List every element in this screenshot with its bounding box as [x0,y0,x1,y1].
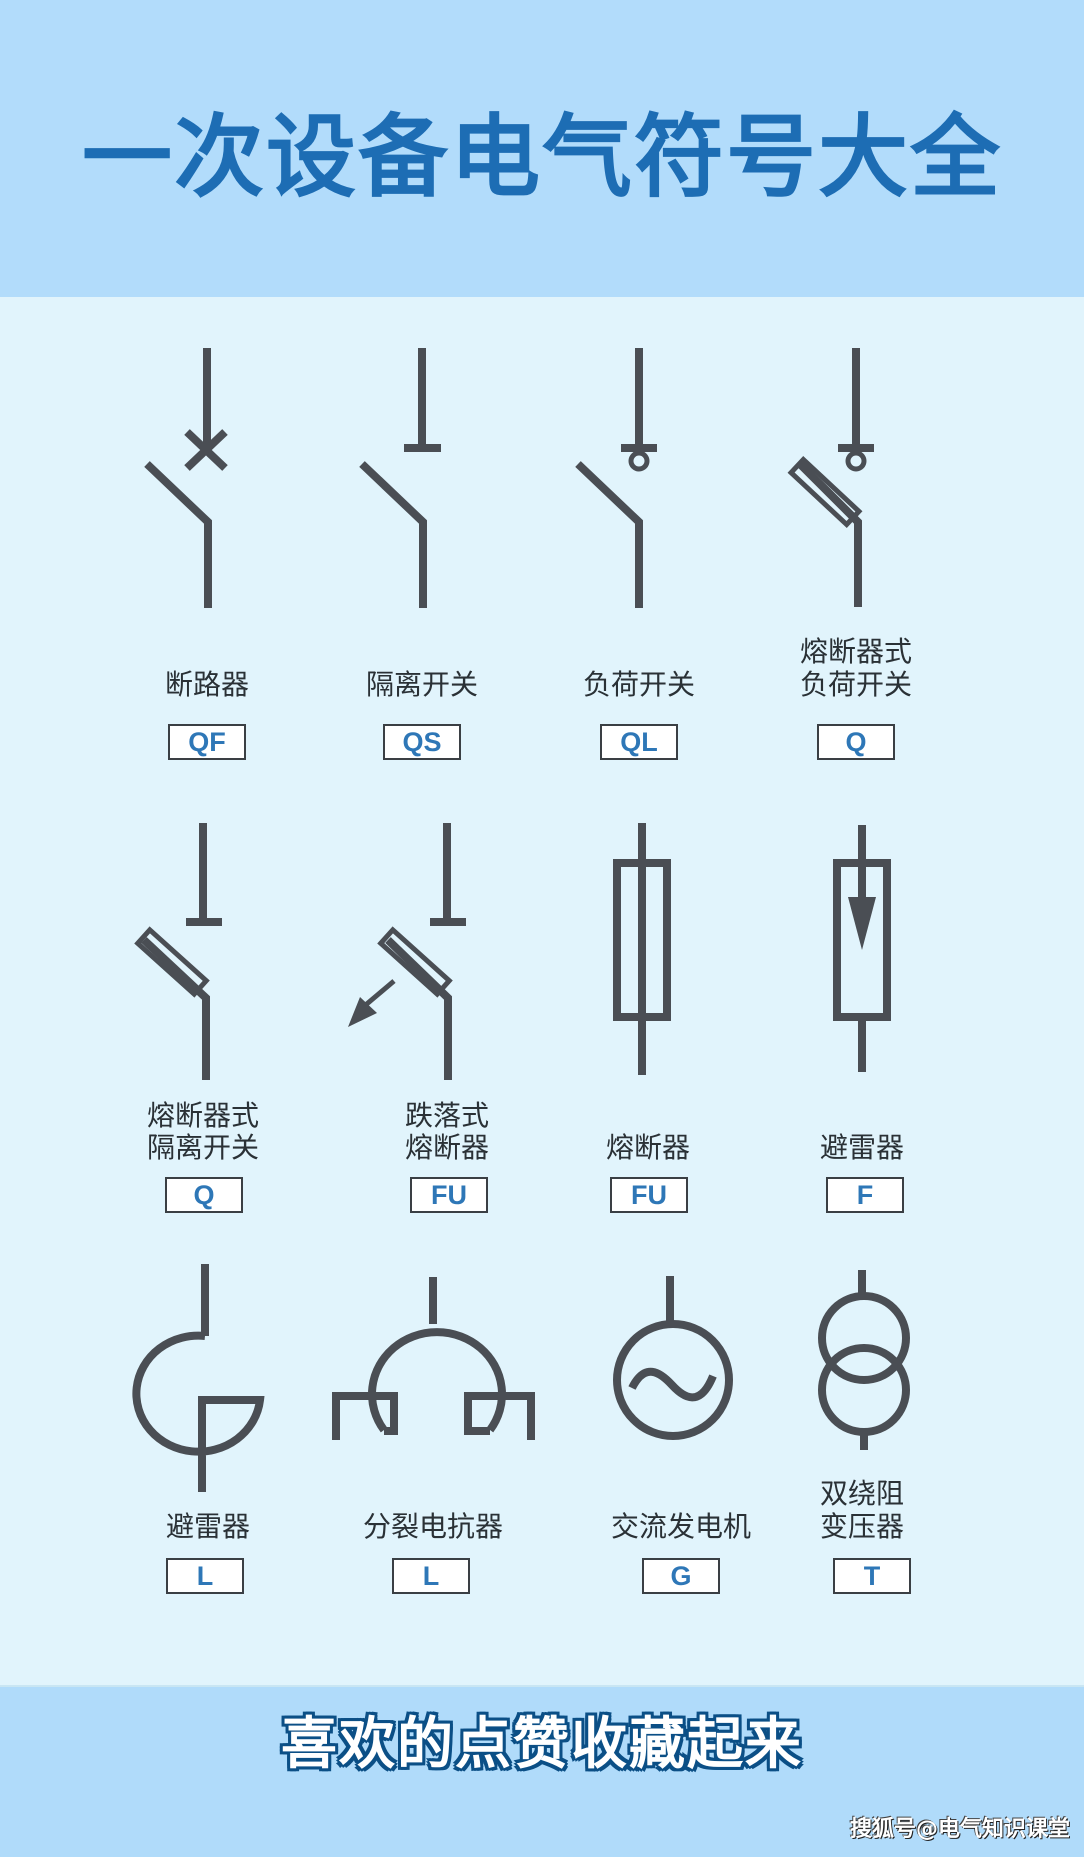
reactor-icon [132,1264,265,1492]
drop-out-fuse-icon [348,823,466,1080]
code-badge-l-2: L [392,1558,470,1594]
page-title: 一次设备电气符号大全 [82,105,1002,210]
label-fuse-load-switch-1: 熔断器式 [799,635,912,668]
two-winding-transformer-icon [818,1270,910,1450]
fuse-disconnector-icon [134,823,222,1080]
code-badge-f: F [826,1177,904,1213]
fuse-icon [613,823,671,1075]
label-split-reactor: 分裂电抗器 [362,1510,503,1543]
code-badge-fu: FU [410,1177,488,1213]
watermark: 搜狐号@电气知识课堂 [849,1817,1070,1842]
label-drop-out-fuse-1: 跌落式 [404,1099,489,1132]
footer-slogan: 喜欢的点赞收藏起来 [281,1712,803,1777]
code-badge-qs: QS [383,724,461,760]
code-badge-ql: QL [600,724,678,760]
label-surge-arrester: 避雷器 [819,1131,904,1164]
label-fuse-disconnector-2: 隔离开关 [146,1131,259,1164]
label-disconnector: 隔离开关 [365,668,478,701]
label-fuse: 熔断器 [605,1131,690,1164]
circuit-breaker-icon [144,348,228,608]
code-badge-l: L [166,1558,244,1594]
ac-generator-icon [613,1276,733,1440]
header-band [0,0,1084,297]
label-ac-generator: 交流发电机 [610,1510,751,1543]
fuse-load-switch-icon [787,348,874,607]
label-fuse-disconnector-1: 熔断器式 [146,1099,259,1132]
surge-arrester-icon [833,825,891,1072]
code-badge-q: Q [817,724,895,760]
disconnector-icon [359,348,441,608]
label-circuit-breaker: 断路器 [164,668,249,701]
label-reactor: 避雷器 [165,1510,250,1543]
label-load-switch: 负荷开关 [582,668,695,701]
code-badge-qf: QF [168,724,246,760]
load-switch-icon [575,348,657,608]
label-fuse-load-switch-2: 负荷开关 [799,668,912,701]
label-drop-out-fuse-2: 熔断器 [404,1131,489,1164]
split-reactor-icon [332,1277,535,1440]
code-badge-g: G [642,1558,720,1594]
label-transformer-1: 双绕阻 [819,1477,904,1510]
code-badge-t: T [833,1558,911,1594]
footer-band [0,1685,1084,1857]
code-badge-fu-2: FU [610,1177,688,1213]
label-transformer-2: 变压器 [819,1510,904,1543]
code-badge-q-2: Q [165,1177,243,1213]
